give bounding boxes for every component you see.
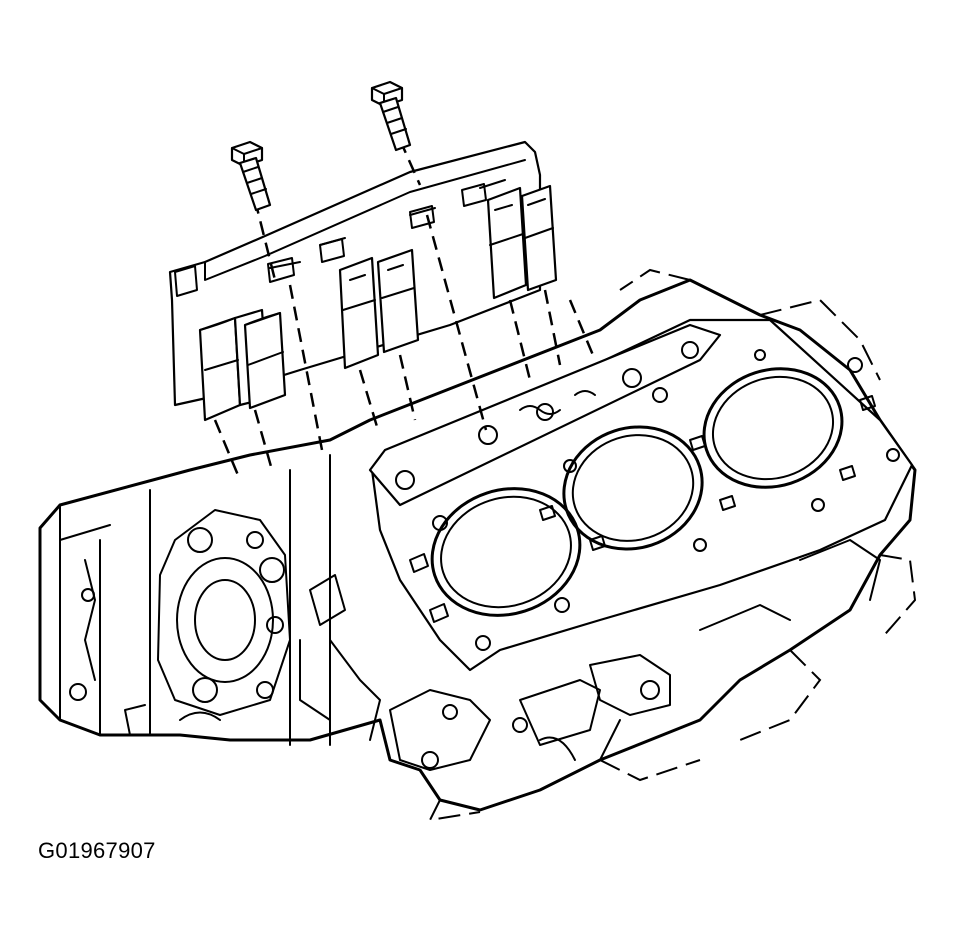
cylinder-bore-icon: [548, 409, 718, 566]
bolt-icon: [232, 142, 270, 210]
bolt-icon: [372, 82, 410, 150]
valve-lifter-guide-icon: [170, 142, 556, 420]
engine-block-icon: [40, 270, 915, 820]
cylinder-bore-icon: [689, 351, 858, 505]
figure-id-label: G01967907: [38, 838, 156, 863]
alignment-lines: [215, 140, 595, 480]
